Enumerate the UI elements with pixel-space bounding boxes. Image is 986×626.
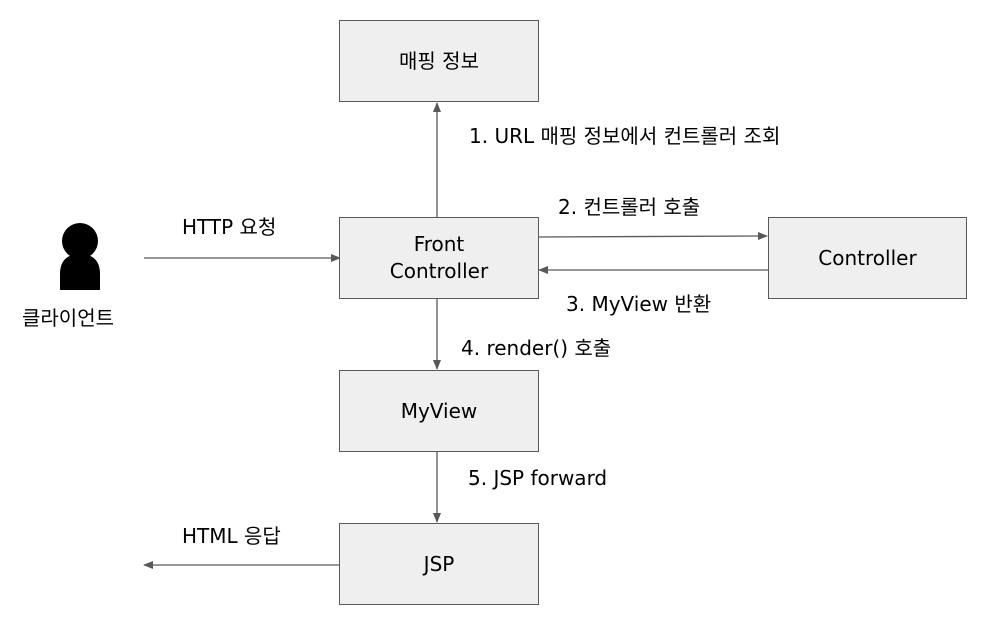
mapping-info-label: 매핑 정보 <box>399 48 479 73</box>
step1-label: 1. URL 매핑 정보에서 컨트롤러 조회 <box>469 124 781 148</box>
myview-label: MyView <box>400 398 478 423</box>
controller-label: Controller <box>818 245 917 270</box>
step5-label: 5. JSP forward <box>468 466 608 490</box>
myview-box: MyView <box>339 370 539 452</box>
front-controller-label-line2: Controller <box>389 259 489 283</box>
html-response-label: HTML 응답 <box>182 524 281 548</box>
jsp-label: JSP <box>423 551 455 576</box>
step3-label: 3. MyView 반환 <box>566 292 712 316</box>
step2-arrow <box>536 232 768 241</box>
client-label: 클라이언트 <box>22 306 114 330</box>
jsp-box: JSP <box>339 523 539 605</box>
front-controller-label-line1: Front <box>413 232 465 256</box>
controller-box: Controller <box>768 217 967 299</box>
front-controller-box: Front Controller <box>339 217 539 299</box>
step4-label: 4. render() 호출 <box>461 336 612 360</box>
step2-label: 2. 컨트롤러 호출 <box>558 195 701 219</box>
http-request-label: HTTP 요청 <box>182 215 277 239</box>
person-icon <box>60 223 100 290</box>
mapping-info-box: 매핑 정보 <box>339 20 539 102</box>
